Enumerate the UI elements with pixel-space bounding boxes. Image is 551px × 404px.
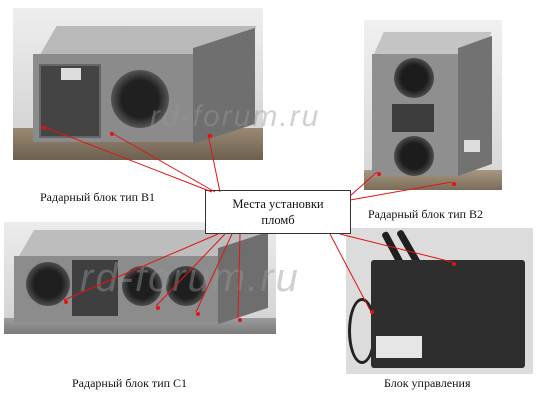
seal-point — [452, 182, 456, 186]
seal-point — [110, 132, 114, 136]
seal-point — [370, 310, 374, 314]
callout-line-1: Места установки — [232, 197, 324, 211]
seal-point — [208, 134, 212, 138]
caption-radar-b2: Радарный блок тип В2 — [368, 207, 484, 221]
watermark-top: rd-forum.ru — [150, 100, 321, 133]
watermark-bottom: rd-forum.ru — [80, 256, 300, 300]
photo-radar-b2 — [364, 20, 502, 190]
photo-control-unit — [346, 228, 533, 374]
seal-point — [156, 306, 160, 310]
caption-control-unit: Блок управления — [384, 376, 471, 390]
seal-point — [64, 300, 68, 304]
caption-radar-b1: Радарный блок тип В1 — [40, 190, 156, 204]
caption-radar-c1: Радарный блок тип С1 — [72, 376, 188, 390]
seal-point — [42, 126, 46, 130]
seal-point — [377, 172, 381, 176]
photo-radar-b1 — [13, 8, 263, 160]
seal-point — [238, 318, 242, 322]
seal-locations-callout: Места установки пломб — [205, 190, 351, 234]
callout-line-2: пломб — [261, 213, 295, 227]
seal-point — [452, 262, 456, 266]
seal-point — [196, 312, 200, 316]
